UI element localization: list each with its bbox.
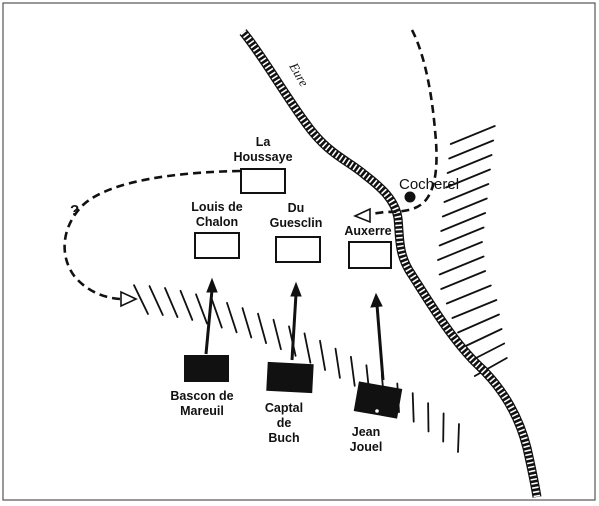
unit-box (184, 355, 229, 382)
unit-label-line: Auxerre (344, 224, 391, 238)
unit-jean-jouel: Jean Jouel (350, 381, 403, 454)
unit-label-line: Chalon (196, 215, 238, 229)
unit-label-line: Jouel (350, 440, 383, 454)
hachure-stroke (319, 339, 327, 371)
town-label: Cocherel (399, 176, 459, 193)
unit-box (266, 361, 314, 394)
unit-label-line: Captal (265, 401, 303, 415)
hachure-stroke (445, 168, 491, 189)
hachure-stroke (303, 332, 312, 364)
unit-label-line: Mareuil (180, 404, 224, 418)
unit-du-guesclin: Du Guesclin (270, 201, 323, 263)
attack-arrowhead (290, 281, 302, 297)
unit-box (353, 381, 403, 419)
hachure-stroke (438, 226, 485, 247)
river-eure (239, 29, 542, 498)
unit-bascon-de-mareuil: Bascon de Mareuil (170, 355, 234, 418)
hachure-stroke (164, 287, 179, 319)
hachure-stroke (441, 197, 488, 218)
hachure-stroke (226, 301, 238, 334)
hachure-stroke (457, 313, 500, 334)
map-frame (2, 2, 596, 501)
hachure-stroke (148, 285, 164, 316)
hachure-stroke (445, 284, 492, 305)
attack-arrow (375, 304, 385, 381)
flanking-route (63, 169, 241, 301)
hachure-stroke (334, 347, 341, 379)
hachure-stroke (462, 328, 503, 348)
hachure-stroke (272, 318, 282, 351)
town-marker-icon (404, 191, 416, 203)
unit-label-line: Bascon de (170, 389, 233, 403)
unit-label-line: de (277, 416, 292, 430)
hachure-stroke (349, 355, 356, 387)
attack-arrowhead (206, 277, 218, 293)
unit-captal-de-buch: Captal de Buch (265, 361, 314, 445)
unit-auxerre: Auxerre (344, 224, 392, 269)
unit-louis-de-chalon: Louis de Chalon (191, 200, 243, 259)
unit-label-line: Louis de (191, 200, 242, 214)
unit-label-line: Jean (352, 425, 381, 439)
route-arrowhead-east (352, 207, 371, 224)
hachure-stroke (438, 255, 485, 276)
cocherel-route (369, 29, 438, 216)
hill-hachures (133, 125, 508, 453)
unit-la-houssaye: La Houssaye (233, 135, 293, 194)
hachure-stroke (440, 212, 487, 232)
hachure-stroke (443, 183, 490, 203)
hachure-stroke (437, 241, 483, 261)
unit-label-line: Buch (268, 431, 299, 445)
hachure-stroke (457, 423, 460, 453)
hachure-stroke (449, 125, 496, 145)
unit-box (348, 241, 392, 269)
unit-label-line: Du (288, 201, 305, 215)
unit-box (194, 232, 240, 259)
unit-box (240, 168, 286, 194)
hachure-stroke (133, 284, 149, 315)
unit-mark (375, 409, 379, 413)
hachure-stroke (448, 139, 495, 160)
hachure-stroke (257, 312, 268, 345)
unit-box (275, 236, 321, 263)
attack-arrows (204, 277, 385, 381)
hachure-stroke (446, 154, 493, 174)
hachure-stroke (179, 289, 194, 321)
river-label: Eure (286, 59, 312, 89)
unit-label-line: La (256, 135, 272, 149)
hachure-stroke (241, 307, 253, 339)
route-arrowhead-west (120, 290, 138, 308)
attack-arrowhead (370, 292, 383, 308)
unit-label-line: Houssaye (233, 150, 292, 164)
hachure-stroke (210, 297, 223, 329)
attack-arrow (204, 289, 214, 355)
attack-arrow (290, 293, 298, 361)
hachure-stroke (411, 392, 415, 423)
question-mark: ? (70, 202, 79, 219)
hachure-stroke (440, 270, 487, 290)
hachure-stroke (451, 299, 498, 319)
hachure-stroke (195, 293, 208, 325)
unit-label-line: Guesclin (270, 216, 323, 230)
